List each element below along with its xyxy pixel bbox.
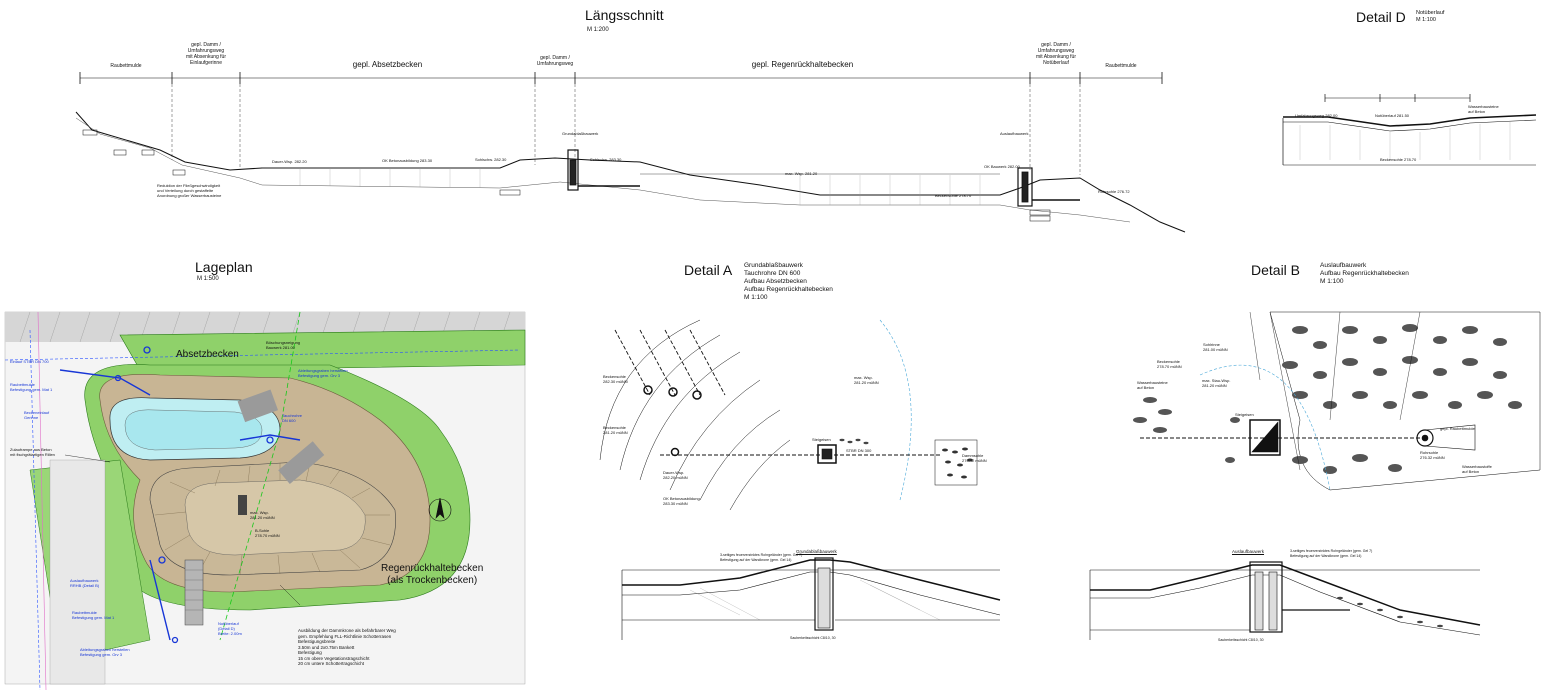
laengsschnitt-drawing bbox=[75, 72, 1186, 233]
detail-d-notueberlauf: Notüberlauf 281.50 bbox=[1375, 113, 1410, 118]
detail-b-subtitle: Auslaufbauwerk Aufbau Regenrückhaltebeck… bbox=[1320, 262, 1409, 285]
detail-a-max-wsp: max. Wsp. 281.20 müNN bbox=[854, 375, 879, 385]
detail-d-umfahrungsweg: Umfahrungsweg 282.00 bbox=[1295, 113, 1338, 118]
auslaufbauwerk-label: Auslaufbauwerk RRHB (Detail B) bbox=[70, 578, 100, 588]
dammkrone-note: Ausbildung der Dammkrone als befahrbarer… bbox=[298, 628, 396, 666]
detail-d-subtitle: Notüberlauf M 1:100 bbox=[1416, 10, 1445, 23]
detail-a-beckensohle-1: Beckensohle 282.30 müNN bbox=[603, 374, 628, 384]
detail-d-title: Detail D bbox=[1356, 9, 1406, 25]
rrb-label: Regenrückhaltebecken (als Trockenbecken) bbox=[381, 563, 484, 586]
detail-a-drawing bbox=[599, 319, 1001, 640]
detail-d-drawing bbox=[1282, 94, 1537, 166]
detail-b-raubettmulde: gepl. Raubettmulde bbox=[1440, 426, 1475, 431]
lageplan-drawing bbox=[4, 311, 526, 691]
ls-ok-bauwerk: OK Bauwerk 282.00 bbox=[984, 164, 1020, 169]
detail-a-beckensohle-2: Beckensohle 281.20 müNN bbox=[603, 425, 628, 435]
detail-a-title: Detail A bbox=[684, 262, 733, 278]
detail-a-dauer-wsp: Dauer-Wsp. 282.20 müNN bbox=[663, 470, 688, 480]
detail-b-wasserbaustoffe: Wasserbaustoffe auf Beton bbox=[1462, 464, 1492, 474]
absetzbecken-label: Absetzbecken bbox=[176, 349, 239, 360]
detail-a-stbr: STBR DN 300 bbox=[846, 448, 872, 453]
detail-b-steigeisen: Steigeisen bbox=[1235, 412, 1254, 417]
detail-b-title: Detail B bbox=[1251, 262, 1301, 278]
raubettmulde-label-1: Raubettmulde Befestigung gem. Mat 1 bbox=[10, 382, 53, 392]
segment-raubettmulde-left: Raubettmulde bbox=[110, 63, 142, 69]
lageplan-scale: M 1:500 bbox=[197, 276, 219, 282]
detail-b-wasserbausteine: Wasserbausteine auf Beton bbox=[1137, 380, 1168, 390]
detail-b-sauberkeit: Sauberkeitsschicht C8/10, 30 bbox=[1218, 638, 1264, 642]
detail-a-sauberkeit: Sauberkeitsschicht C8/10, 30 bbox=[790, 636, 836, 640]
tauchrohre-label: Tauchrohre DN 600 bbox=[282, 413, 303, 423]
detail-a-gelaender: 3-seitiges feuerverzinktes Rohrgeländer … bbox=[720, 553, 803, 562]
ls-ok-beton: OK Betonausbildung 283.30 bbox=[382, 158, 433, 163]
detail-b-rohrsohle: Rohrsohle 276.32 müNN bbox=[1420, 450, 1445, 460]
detail-b-drawing bbox=[1089, 311, 1541, 640]
detail-b-gelaender: 3-seitiges feuerverzinktes Rohrgeländer … bbox=[1290, 549, 1373, 558]
segment-damm-notueberlauf: gepl. Damm / Umfahrungsweg mit Absenkung… bbox=[1035, 42, 1077, 66]
detail-b-max-stau: max. Stau-Wsp. 281.20 müNN bbox=[1202, 378, 1231, 388]
ls-rohrsohle: Rohrsohle 276.72 bbox=[1098, 189, 1130, 194]
ableitungsgraben-label-1: Ableitungsgraben herstellen Befestigung … bbox=[80, 647, 130, 657]
detail-d-beckensohle: Beckensohle 278.70 bbox=[1380, 157, 1417, 162]
einlauf-label: Einlauf STBR DN 700 bbox=[10, 359, 49, 364]
notueberlauf-label: Notüberlauf (Detail D) Breite: 2.00m bbox=[218, 621, 242, 636]
laengsschnitt-scale: M 1:200 bbox=[587, 27, 609, 33]
detail-a-subtitle: Grundablaßbauwerk Tauchrohre DN 600 Aufb… bbox=[744, 262, 833, 301]
segment-regenrueckhaltebecken: gepl. Regenrückhaltebecken bbox=[751, 60, 854, 69]
detail-a-dammsohle: Dammsohle 276.42 müNN bbox=[962, 453, 987, 463]
detail-a-steigeisen: Steigeisen bbox=[812, 437, 831, 442]
b-sohle-label: B-Sohle 278.70 müNN bbox=[255, 528, 280, 538]
raubettmulde-label-2: Raubettmulde Befestigung gem. Mat 1 bbox=[72, 610, 115, 620]
ls-beckensohle: Beckensohle 278.70 bbox=[935, 193, 972, 198]
detail-d-wasserbausteine: Wasserbausteine auf Beton bbox=[1468, 104, 1499, 114]
detail-a-section-title: Grundablaßbauwerk bbox=[796, 549, 837, 554]
ls-reduktion-note: Reduktion der Fließgeschwindigkeit und V… bbox=[157, 183, 222, 198]
detail-b-section-title: Auslaufbauwerk bbox=[1232, 549, 1265, 554]
ls-max-wsp: max. Wsp. 281.20 bbox=[785, 171, 818, 176]
segment-absetzbecken: gepl. Absetzbecken bbox=[352, 60, 423, 69]
boeschung-label: Böschungsneigung Bauwerk 281.00 bbox=[266, 340, 301, 350]
ls-dauer-wsp: Dauer-Wsp. 282.20 bbox=[272, 159, 307, 164]
segment-damm-einlauf: gepl. Damm / Umfahrungsweg mit Absenkung… bbox=[185, 42, 227, 66]
detail-b-beckensohle: Beckensohle 278.70 müNN bbox=[1157, 359, 1182, 369]
detail-b-sohlrinne: Sohlrinne 281.00 müNN bbox=[1203, 342, 1228, 352]
ls-auslauf: Auslaufbauwerk bbox=[1000, 131, 1029, 136]
ls-sohlschw-1: Sohlschw. 282.30 bbox=[475, 157, 507, 162]
ls-grundablass: Grundablaßbauwerk bbox=[562, 131, 599, 136]
segment-damm-umfahrung: gepl. Damm / Umfahrungsweg bbox=[536, 55, 574, 67]
lageplan-title: Lageplan bbox=[195, 259, 253, 275]
detail-a-ok-beton: OK Betonausbildung 283.30 müNN bbox=[663, 496, 700, 506]
ableitungsgraben-label-2: Ableitungsgraben herstellen Befestigung … bbox=[298, 368, 348, 378]
laengsschnitt-title: Längsschnitt bbox=[585, 7, 664, 23]
ls-sohlschw-2: Sohlschw. 283.30 bbox=[590, 157, 622, 162]
segment-raubettmulde-right: Raubettmulde bbox=[1105, 63, 1137, 69]
zulauframpe-label: Zulauframpe aus Beton mit fischgrätartig… bbox=[10, 447, 55, 457]
max-wsp-label: max. Wsp. 281.20 müNN bbox=[250, 510, 275, 520]
beckeneinlauf-label: Beckeneinlauf Gerinne bbox=[24, 410, 50, 420]
